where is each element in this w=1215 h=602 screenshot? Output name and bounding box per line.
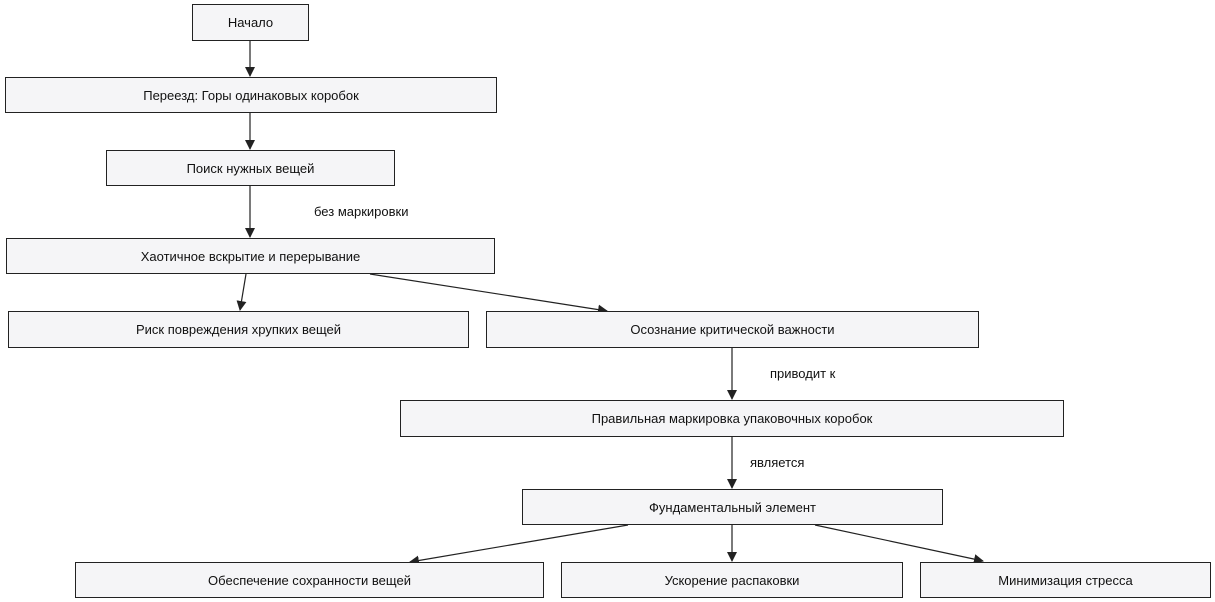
node-moving: Переезд: Горы одинаковых коробок <box>5 77 497 113</box>
edge-chaos-to-risk <box>236 273 247 311</box>
edge-label-without-marking: без маркировки <box>314 204 409 219</box>
edge-fundamental-to-stress <box>814 524 984 565</box>
node-start: Начало <box>192 4 309 41</box>
node-speed: Ускорение распаковки <box>561 562 903 598</box>
edge-label-leads-to: приводит к <box>770 366 836 381</box>
node-search: Поиск нужных вещей <box>106 150 395 186</box>
node-fundamental: Фундаментальный элемент <box>522 489 943 525</box>
edge-chaos-to-realization <box>369 273 608 315</box>
node-chaos: Хаотичное вскрытие и перерывание <box>6 238 495 274</box>
edge-label-is: является <box>750 455 805 470</box>
edge-fundamental-to-safety <box>409 524 629 566</box>
node-realization: Осознание критической важности <box>486 311 979 348</box>
node-risk: Риск повреждения хрупких вещей <box>8 311 469 348</box>
node-stress: Минимизация стресса <box>920 562 1211 598</box>
node-labeling: Правильная маркировка упаковочных коробо… <box>400 400 1064 437</box>
node-safety: Обеспечение сохранности вещей <box>75 562 544 598</box>
